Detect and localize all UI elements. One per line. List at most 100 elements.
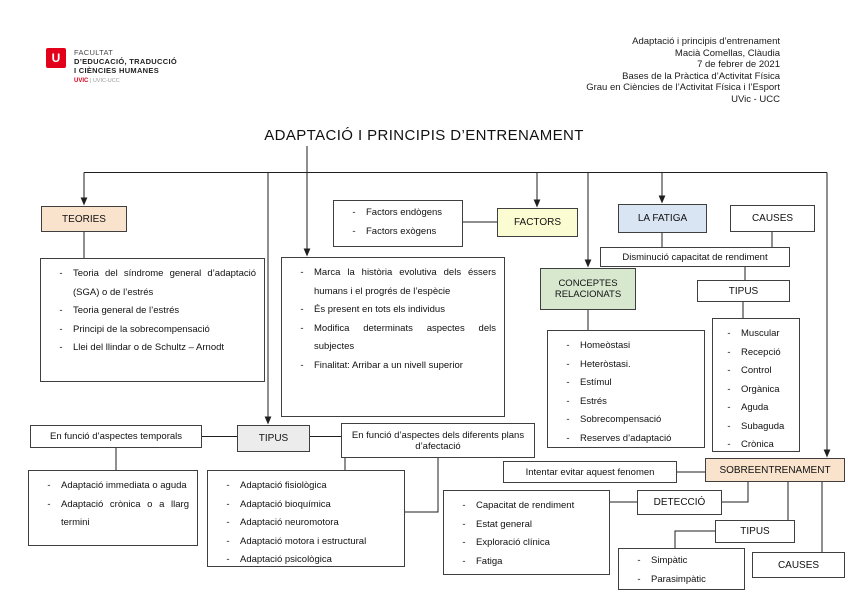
list-item-text: Simpàtic — [651, 555, 688, 566]
list-item: -Fatiga — [452, 553, 603, 572]
list-item-text: Adaptació crònica o a llarg termini — [61, 498, 189, 529]
list-item: -Muscular — [717, 325, 793, 344]
bullet: - — [226, 498, 230, 510]
bullet: - — [300, 304, 304, 315]
bullet: - — [566, 395, 570, 407]
list-item-text: Modifica determinats aspectes dels subje… — [314, 322, 496, 353]
course-info-line: 7 de febrer de 2021 — [697, 59, 780, 70]
bullet: - — [226, 535, 230, 547]
list-item-text: Crònica — [741, 439, 774, 450]
bullet: - — [727, 439, 731, 450]
list-item-text: Factors exògens — [366, 225, 437, 237]
list-item: -Homeòstasi — [556, 337, 698, 356]
list-item: -Simpàtic — [627, 552, 738, 571]
bullet: - — [727, 328, 731, 339]
list-item-text: És present en tots els individus — [314, 304, 445, 315]
list-item-text: Aguda — [741, 402, 769, 413]
faculty-line: FACULTAT — [74, 48, 114, 57]
faculty-line: I CIÈNCIES HUMANES — [74, 66, 159, 75]
list-item: -Adaptació immediata o aguda — [37, 477, 191, 496]
node-causes-bottom: CAUSES — [752, 552, 845, 578]
list-item-text: Subaguda — [741, 420, 785, 432]
node-factors: FACTORS — [497, 208, 578, 237]
bullet: - — [727, 420, 731, 432]
list-item: -Factors exògens — [342, 223, 456, 242]
list-item-text: Adaptació psicològica — [240, 554, 332, 565]
list-item-text: Teoria general de l’estrés — [73, 305, 180, 316]
list-item: -Llei del llindar o de Schultz – Arnodt — [49, 339, 258, 358]
list-item-text: Recepció — [741, 346, 781, 358]
uvic-brand-rest: | UVIC-UCC — [88, 78, 120, 84]
list-item: -Parasimpàtic — [627, 571, 738, 590]
bullet: - — [462, 518, 466, 530]
page-title: ADAPTACIÓ I PRINCIPIS D’ENTRENAMENT — [264, 127, 584, 144]
list-item: -Sobrecompensació — [556, 411, 698, 430]
bullet: - — [59, 268, 63, 279]
list-item-text: Sobrecompensació — [580, 414, 662, 425]
list-item: -Control — [717, 362, 793, 381]
node-conceptes-relacionats: CONCEPTES RELACIONATS — [540, 268, 636, 310]
list-item-text: Adaptació bioquímica — [240, 498, 331, 510]
bullet: - — [566, 414, 570, 425]
bullet: - — [727, 383, 731, 395]
course-info-line: Macià Comellas, Clàudia — [674, 47, 780, 59]
list-item: -Adaptació bioquímica — [216, 496, 398, 515]
bullet: - — [566, 432, 570, 444]
list-item-text: Finalitat: Arribar a un nivell superior — [314, 359, 463, 371]
bullet: - — [462, 555, 466, 567]
bullet: - — [727, 346, 731, 358]
list-item: -Adaptació motora i estructural — [216, 533, 398, 552]
node-disminucio: Disminució capacitat de rendiment — [600, 247, 790, 267]
bullet: - — [47, 480, 51, 491]
list-item: -Adaptació neuromotora — [216, 514, 398, 533]
node-sobreentrenament: SOBREENTRENAMENT — [705, 458, 845, 482]
uvic-logo-icon: U — [46, 48, 66, 68]
list-item: -És present en tots els individus — [290, 301, 498, 320]
uvic-logo: U FACULTAT D’EDUCACIÓ, TRADUCCIÓ I CIÈNC… — [46, 48, 177, 84]
list-item-text: Marca la història evolutiva dels éssers … — [314, 267, 496, 297]
bullet: - — [59, 323, 63, 335]
list-item-text: Reserves d’adaptació — [580, 432, 672, 444]
bullet: - — [462, 500, 466, 511]
bullet: - — [226, 480, 230, 491]
node-intentar-evitar: Intentar evitar aquest fenomen — [503, 461, 677, 483]
list-item: -Factors endògens — [342, 204, 456, 223]
list-item: -Finalitat: Arribar a un nivell superior — [290, 357, 498, 376]
faculty-name: FACULTAT D’EDUCACIÓ, TRADUCCIÓ I CIÈNCIE… — [74, 48, 177, 84]
bullet: - — [226, 554, 230, 565]
list-item-text: Factors endògens — [366, 207, 443, 218]
list-item: -Orgànica — [717, 381, 793, 400]
list-item: -Estat general — [452, 516, 603, 535]
list-item: -Adaptació fisiològica — [216, 477, 398, 496]
list-item: -Adaptació crònica o a llarg termini — [37, 496, 191, 533]
course-info-line: Bases de la Pràctica d’Activitat Física — [622, 70, 780, 82]
list-item-text: Estímul — [580, 377, 612, 388]
bullet: - — [637, 555, 641, 566]
node-causes-top: CAUSES — [730, 205, 815, 232]
list-item: -Teoria general de l’estrés — [49, 302, 258, 321]
bullet: - — [300, 267, 304, 278]
node-plans-afectacio: En funció d’aspectes dels diferents plan… — [341, 423, 535, 458]
list-item-text: Adaptació fisiològica — [240, 480, 327, 491]
bullet: - — [300, 359, 304, 371]
bullet: - — [300, 322, 304, 334]
adaptacio-temporal-list: -Adaptació immediata o aguda -Adaptació … — [28, 470, 198, 546]
list-item-text: Control — [741, 365, 772, 376]
list-item: -Marca la història evolutiva dels éssers… — [290, 264, 498, 301]
bullet: - — [226, 517, 230, 528]
node-aspectes-temporals: En funció d’aspectes temporals — [30, 425, 202, 448]
list-item: -Reserves d’adaptació — [556, 430, 698, 449]
list-item: -Teoria del síndrome general d’adaptació… — [49, 265, 258, 302]
list-item-text: Teoria del síndrome general d’adaptació … — [73, 268, 256, 298]
deteccio-list: -Capacitat de rendiment -Estat general -… — [443, 490, 610, 575]
course-info-line: Adaptació i principis d’entrenament — [632, 36, 780, 47]
list-item-text: Estrés — [580, 395, 607, 407]
list-item: -Estímul — [556, 374, 698, 393]
uvic-ucc-brand: UVIC | UVIC-UCC — [74, 78, 177, 84]
list-item: -Modifica determinats aspectes dels subj… — [290, 320, 498, 357]
course-info: Adaptació i principis d’entrenament Maci… — [586, 36, 780, 105]
list-item: -Heteròstasi. — [556, 356, 698, 375]
list-item: -Capacitat de rendiment — [452, 497, 603, 516]
